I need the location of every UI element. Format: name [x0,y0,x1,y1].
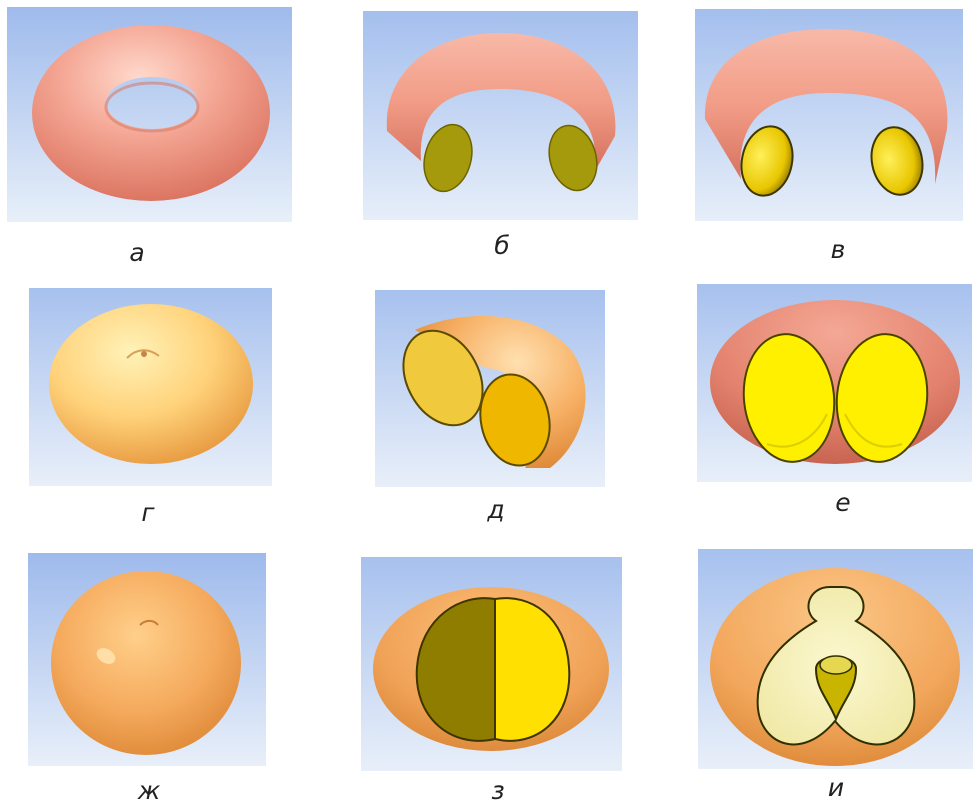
spindle-torus-illustration [28,553,266,766]
figure-b-image [363,11,638,220]
figure-e-caption: е [813,490,873,515]
figure-zh-caption: ж [119,778,179,803]
spindle-torus-inner-cut-illustration [698,549,973,769]
open-torus-illustration [7,7,292,222]
figure-zh-image [28,553,266,766]
half-closed-torus-illustration [697,284,972,482]
figure-z-caption: з [468,778,528,803]
half-torus-illustration [363,11,638,220]
figure-b-caption: б [472,233,532,258]
figure-z-image [361,557,622,771]
figure-d-caption: д [466,497,526,522]
figure-i-image [698,549,973,769]
quarter-cut-torus-illustration [375,290,605,487]
figure-e-image [697,284,972,482]
figure-i-caption: и [806,775,866,800]
figure-g-image [29,288,272,486]
hollow-half-torus-illustration [695,9,963,221]
figure-a-caption: а [107,240,167,265]
closed-torus-illustration [29,288,272,486]
figure-d-image [375,290,605,487]
cut-spindle-torus-illustration [361,557,622,771]
figure-v-image [695,9,963,221]
figure-v-caption: в [808,237,868,262]
figure-a-image [7,7,292,222]
figure-g-caption: г [118,500,178,525]
